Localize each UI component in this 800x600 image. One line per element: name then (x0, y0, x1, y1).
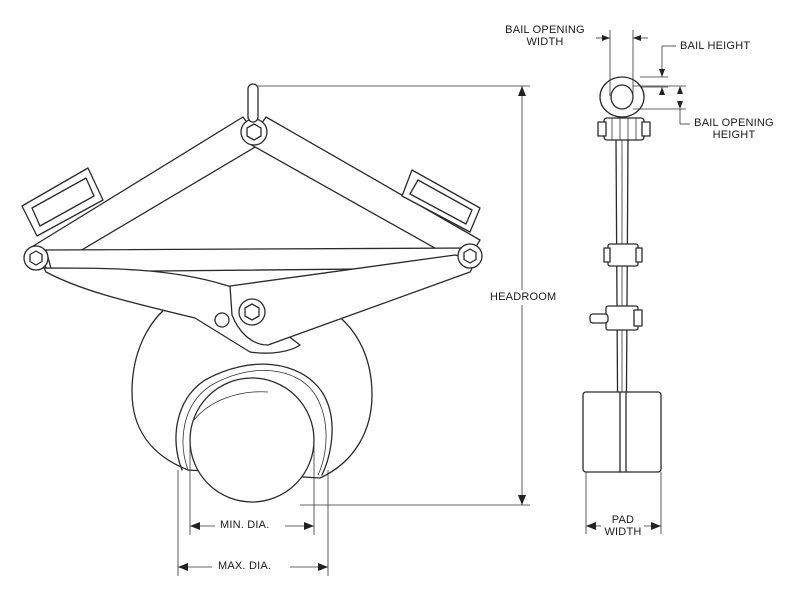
pivot-bolt-left (23, 245, 49, 271)
pad-width-dimension (585, 472, 662, 534)
pipe-section (189, 377, 315, 503)
bail-opening-height-label: BAIL OPENING HEIGHT (688, 117, 780, 141)
bail-opening-height-line-1: BAIL OPENING (694, 117, 774, 129)
left-handle (21, 167, 104, 237)
bail-height-label: BAIL HEIGHT (680, 40, 751, 52)
max-dia-dimension (177, 470, 329, 576)
side-middle-bolt (603, 243, 643, 267)
right-handle (401, 169, 481, 233)
pad-width-line-1: PAD (611, 514, 635, 526)
headroom-label: HEADROOM (490, 291, 557, 303)
min-dia-dimension (189, 445, 315, 535)
pivot-bolt-lever (238, 298, 266, 326)
bail-ring (599, 76, 645, 118)
side-lower-bolt (589, 305, 643, 331)
pivot-bolt-top (240, 118, 268, 146)
side-upper-bolt (597, 117, 651, 141)
max-dia-label: MAX. DIA. (218, 560, 272, 572)
bail-opening-width-dimension (596, 30, 648, 96)
pad (582, 391, 662, 473)
pad-width-line-2: WIDTH (604, 526, 642, 538)
bail-opening-height-line-2: HEIGHT (712, 129, 756, 141)
bail-height-dimension (640, 45, 676, 95)
bail-pin (247, 83, 259, 123)
front-view (21, 83, 483, 503)
bail-opening-width-line-2: WIDTH (526, 36, 564, 48)
side-view (582, 76, 662, 473)
min-dia-label: MIN. DIA. (220, 519, 270, 531)
pad-width-label: PAD WIDTH (598, 514, 648, 538)
pivot-bolt-right (457, 243, 483, 269)
headroom-dimension (258, 85, 530, 506)
bail-opening-height-dimension (633, 85, 690, 125)
bail-opening-width-label: BAIL OPENING WIDTH (500, 24, 590, 48)
lever-hole (214, 312, 230, 328)
bail-opening-width-line-1: BAIL OPENING (505, 24, 585, 36)
